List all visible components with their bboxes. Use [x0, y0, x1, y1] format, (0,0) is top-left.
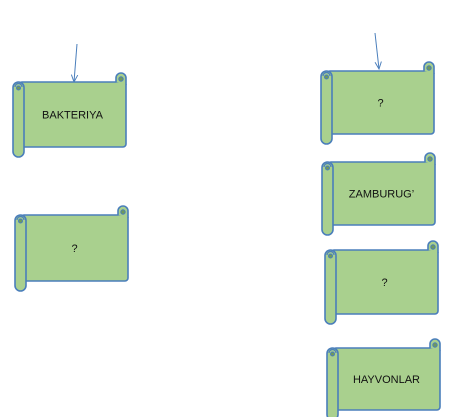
scroll-hayvonlar: HAYVONLAR [326, 338, 441, 417]
arrow-to-bakteriya [74, 43, 77, 82]
scroll-label: ? [71, 243, 77, 255]
scroll-left-roll-curl [328, 348, 337, 354]
scroll-left-roll [320, 70, 333, 145]
scroll-label: HAYVONLAR [353, 374, 420, 386]
scroll-label: ? [377, 98, 383, 110]
scroll-left-roll [14, 214, 27, 292]
scroll-left-roll-curl [14, 82, 23, 88]
scroll-right-mid-unknown: ? [324, 240, 439, 325]
scroll-bakteriya: BAKTERIYA [12, 72, 127, 158]
scroll-left-roll-curl [323, 162, 332, 168]
scroll-left-unknown: ? [14, 205, 129, 292]
scroll-left-roll [326, 347, 339, 417]
scroll-label: BAKTERIYA [42, 110, 104, 122]
arrow-to-right-top [374, 32, 379, 69]
scroll-left-roll [321, 161, 334, 236]
scroll-left-roll-dot [330, 351, 335, 357]
scroll-left-roll-curl [322, 71, 331, 77]
scroll-right-top-unknown: ? [320, 61, 435, 145]
scroll-top-curl-dot [427, 156, 433, 162]
scroll-left-roll-dot [328, 253, 333, 259]
scroll-top-curl-dot [120, 209, 126, 215]
scroll-left-roll-curl [16, 215, 25, 221]
scroll-left-roll-dot [325, 165, 330, 171]
scroll-left-roll-dot [18, 218, 23, 224]
scroll-top-curl-dot [430, 244, 436, 250]
scroll-label: ZAMBURUG’ [349, 189, 414, 201]
scroll-left-roll [324, 249, 337, 325]
scroll-left-roll-curl [326, 250, 335, 256]
scroll-left-roll [12, 81, 25, 158]
scroll-top-curl-dot [432, 342, 438, 348]
scroll-left-roll-dot [324, 74, 329, 80]
scroll-top-curl-dot [426, 65, 432, 71]
scroll-zamburug: ZAMBURUG’ [321, 152, 436, 236]
scroll-top-curl-dot [118, 76, 124, 82]
scroll-label: ? [381, 277, 387, 289]
scroll-left-roll-dot [16, 85, 21, 91]
